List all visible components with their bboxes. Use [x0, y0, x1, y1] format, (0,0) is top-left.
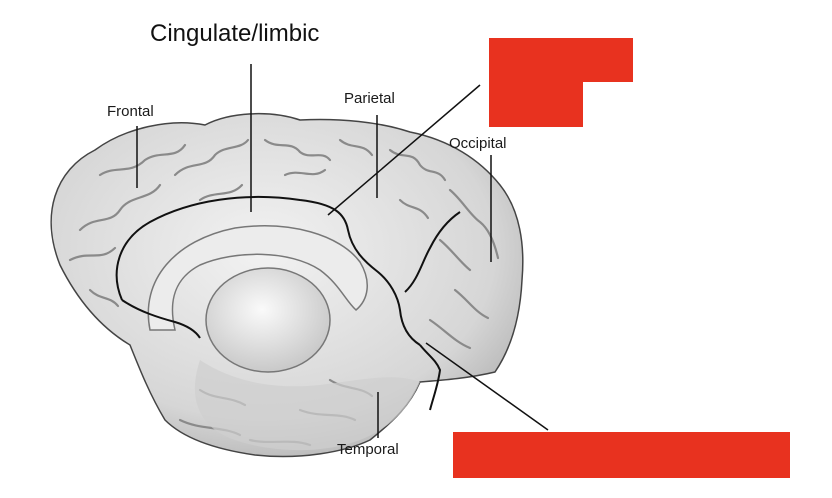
label-frontal: Frontal — [107, 103, 154, 120]
temporal-lobe-shading — [194, 360, 420, 451]
leader-redacted-bottom — [425, 342, 549, 431]
temporo-occipital-border — [419, 344, 442, 411]
label-cingulate-limbic: Cingulate/limbic — [150, 20, 320, 47]
cingulate-border — [115, 195, 421, 346]
thalamus — [205, 267, 331, 373]
corpus-callosum — [147, 225, 368, 331]
label-occipital: Occipital — [449, 135, 507, 152]
label-parietal: Parietal — [344, 90, 395, 107]
parieto-occipital-sulcus — [404, 211, 461, 293]
label-temporal: Temporal — [337, 441, 399, 458]
leader-redacted-top — [327, 84, 481, 216]
leader-lines — [136, 64, 549, 438]
cingulate-border-lower — [121, 299, 201, 339]
